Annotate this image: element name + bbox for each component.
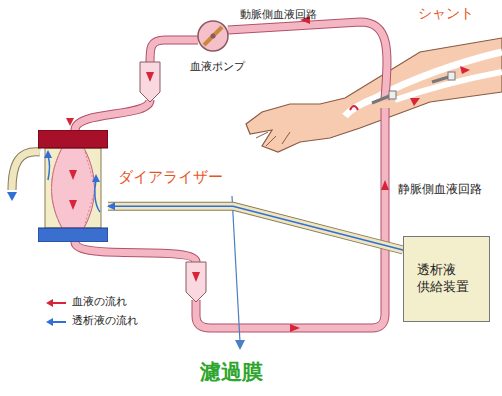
leader-line bbox=[232, 196, 240, 342]
box-text: 透析液 供給装置 bbox=[417, 262, 477, 296]
dialysate-outflow bbox=[12, 152, 40, 190]
legend-text: 血液の流れ bbox=[72, 295, 127, 308]
dialyzer: ダイアライザー bbox=[38, 130, 108, 242]
drip-chamber bbox=[186, 262, 206, 302]
dialyzer-shape bbox=[38, 130, 108, 242]
pump-label: 血液ポンプ bbox=[190, 60, 245, 73]
fingers bbox=[256, 132, 290, 146]
supply-box: 透析液 供給装置 bbox=[403, 236, 490, 322]
legend-text: 透析液の流れ bbox=[72, 314, 138, 327]
shunt-vessel bbox=[345, 52, 502, 116]
dialysate-tube bbox=[108, 206, 403, 250]
line-label: 静脈側血液回路 bbox=[398, 182, 482, 196]
dialysate-flow bbox=[108, 206, 403, 250]
membrane-label: 濾過膜 bbox=[200, 360, 263, 385]
arm bbox=[246, 38, 502, 152]
shunt-mark bbox=[350, 106, 358, 110]
line-label: 動脈側血液回路 bbox=[240, 8, 317, 21]
legend-sample bbox=[46, 299, 66, 326]
vein bbox=[395, 72, 502, 100]
blood-pump bbox=[198, 21, 228, 51]
arterial-line bbox=[75, 22, 387, 130]
shunt-label: シャント bbox=[418, 5, 474, 22]
dialysate-tube bbox=[108, 206, 403, 250]
drip-chamber bbox=[140, 62, 160, 102]
dialyzer-label: ダイアライザー bbox=[118, 168, 223, 186]
flow-arrow bbox=[7, 192, 17, 201]
leader-arrow bbox=[235, 340, 245, 350]
